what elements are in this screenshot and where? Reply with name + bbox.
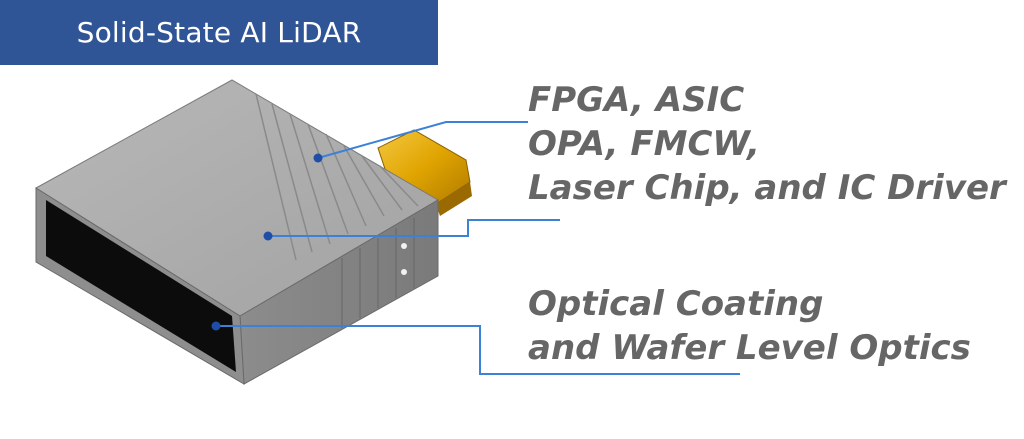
callout-optics: Optical Coating and Wafer Level Optics bbox=[528, 282, 971, 370]
lidar-housing bbox=[35, 79, 439, 385]
title-banner: Solid-State AI LiDAR bbox=[0, 0, 438, 65]
callout-line: and Wafer Level Optics bbox=[528, 328, 971, 368]
page-title: Solid-State AI LiDAR bbox=[76, 16, 362, 49]
leader-line-optics bbox=[211, 321, 740, 375]
callout-line: FPGA, ASIC bbox=[528, 80, 745, 120]
callout-line: Optical Coating bbox=[528, 284, 824, 324]
callout-line: OPA, FMCW, bbox=[528, 124, 760, 164]
callout-chips: FPGA, ASIC OPA, FMCW, Laser Chip, and IC… bbox=[528, 78, 1006, 210]
leader-line-chips bbox=[313, 121, 528, 163]
callout-line: Laser Chip, and IC Driver bbox=[528, 168, 1006, 208]
leader-line-driver bbox=[263, 219, 560, 241]
